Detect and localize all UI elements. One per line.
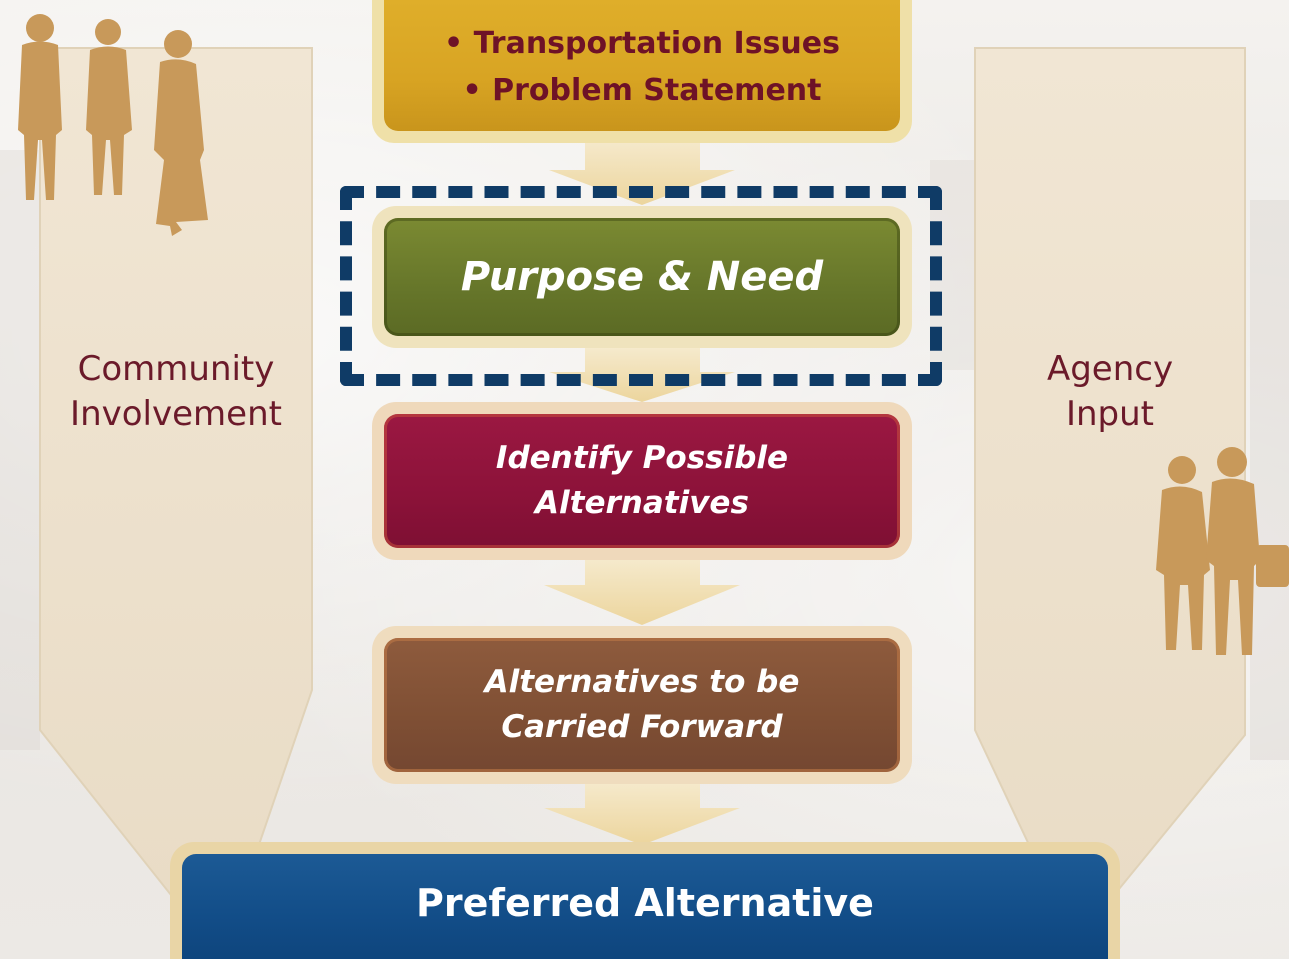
transportation-issues-text: • Transportation Issues • Problem Statem… xyxy=(444,20,840,114)
community-involvement-label: Community Involvement xyxy=(40,347,312,437)
carried-forward-box-fill xyxy=(384,638,900,772)
identify-alternatives-line-2: Alternatives xyxy=(535,485,749,521)
bullet-problem-statement: • Problem Statement xyxy=(462,72,822,108)
identify-alternatives-box-fill xyxy=(384,414,900,548)
transportation-issues-box-fill xyxy=(384,0,900,131)
down-arrow-3 xyxy=(544,555,740,625)
community-involvement-line-1: Community xyxy=(77,349,275,389)
carried-forward-box: Alternatives to be Carried Forward xyxy=(372,626,912,784)
agency-input-line-1: Agency xyxy=(1046,349,1174,389)
preferred-alternative-box-fill xyxy=(182,854,1108,959)
purpose-need-box: Purpose & Need xyxy=(372,206,912,348)
agency-input-arrow xyxy=(974,47,1246,901)
community-involvement-line-2: Involvement xyxy=(70,394,282,434)
business-people-silhouette-icon xyxy=(18,14,208,236)
identify-alternatives-line-1: Identify Possible xyxy=(495,440,789,476)
purpose-need-highlight-frame xyxy=(340,186,942,386)
carried-forward-line-1: Alternatives to be xyxy=(484,664,800,700)
purpose-need-box-fill xyxy=(384,218,900,336)
carried-forward-text: Alternatives to be Carried Forward xyxy=(485,660,800,750)
identify-alternatives-box: Identify Possible Alternatives xyxy=(372,402,912,560)
carried-forward-line-2: Carried Forward xyxy=(501,709,783,745)
identify-alternatives-text: Identify Possible Alternatives xyxy=(496,436,788,526)
purpose-need-label: Purpose & Need xyxy=(460,254,824,300)
preferred-alternative-box: Preferred Alternative xyxy=(170,842,1120,959)
transportation-issues-box: • Transportation Issues • Problem Statem… xyxy=(372,0,912,143)
agency-input-line-2: Input xyxy=(1065,394,1155,434)
down-arrow-4 xyxy=(544,778,740,845)
preferred-alternative-label: Preferred Alternative xyxy=(416,880,874,925)
agency-input-label: Agency Input xyxy=(975,347,1245,437)
down-arrow-2 xyxy=(549,345,735,402)
agency-people-silhouette-icon xyxy=(1156,447,1289,655)
bullet-transportation-issues: • Transportation Issues xyxy=(444,25,840,61)
